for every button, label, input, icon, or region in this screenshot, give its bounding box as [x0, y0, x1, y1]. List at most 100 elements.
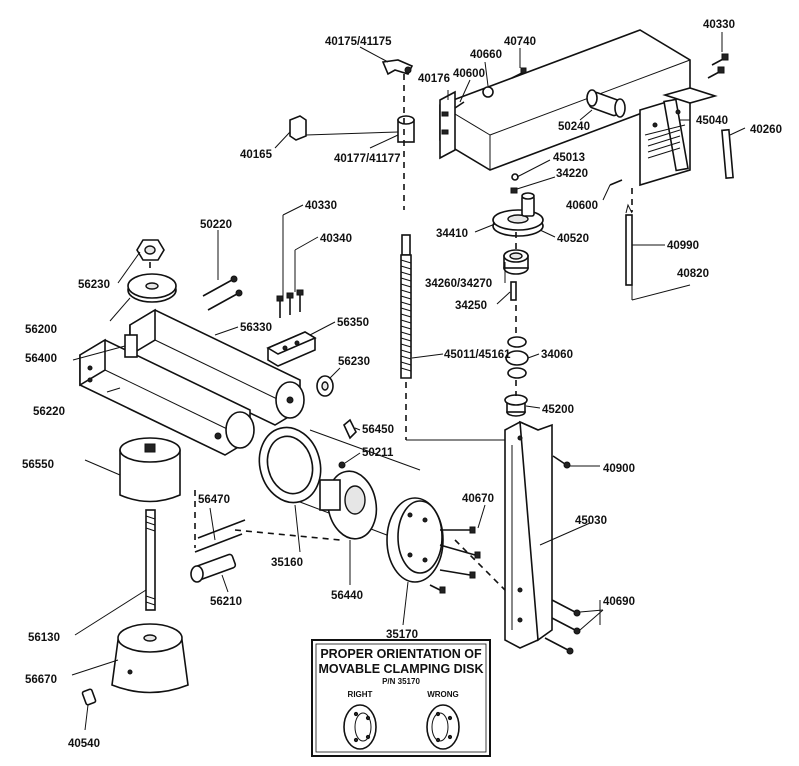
disk-35170	[386, 497, 444, 583]
label-40660: 40660	[470, 49, 502, 61]
label-56230-mid: 56230	[338, 356, 370, 368]
disk-wrong-orientation	[426, 704, 460, 750]
label-40990: 40990	[667, 240, 699, 252]
washer-40660	[482, 86, 494, 98]
label-56670: 56670	[25, 674, 57, 686]
disk-right-orientation	[343, 704, 377, 750]
label-40540: 40540	[68, 738, 100, 750]
clamp-ring-35160	[258, 426, 421, 541]
bushing-45200	[504, 394, 528, 417]
plate-45040	[639, 87, 718, 187]
label-40600-mid: 40600	[566, 200, 598, 212]
label-34220: 34220	[556, 168, 588, 180]
leader-lines	[71, 32, 746, 731]
label-40330-top: 40330	[703, 19, 735, 31]
label-50220: 50220	[200, 219, 232, 231]
note-wrong-label: WRONG	[427, 690, 459, 699]
label-40690: 40690	[603, 596, 635, 608]
label-40600-top: 40600	[453, 68, 485, 80]
label-40520: 40520	[557, 233, 589, 245]
label-40740: 40740	[504, 36, 536, 48]
screws-40670	[429, 526, 481, 594]
leadscrew-45011	[400, 234, 412, 379]
label-50211: 50211	[362, 447, 394, 459]
bracket-40165	[289, 115, 399, 141]
label-40175: 40175/41175	[325, 36, 392, 48]
screw-40740	[511, 67, 527, 79]
screw-40600-top	[454, 101, 465, 109]
base-56670	[111, 623, 189, 694]
pin-56210	[190, 553, 237, 583]
label-34060: 34060	[541, 349, 573, 361]
nut-34060	[505, 336, 529, 379]
label-56440: 56440	[331, 590, 363, 602]
label-56470: 56470	[198, 494, 230, 506]
knob-50240	[586, 89, 626, 118]
label-56220: 56220	[33, 406, 65, 418]
rod-40990	[625, 203, 633, 286]
screw-34220	[510, 187, 518, 194]
label-45040: 45040	[696, 115, 728, 127]
note-title-line1: PROPER ORIENTATION OF	[320, 647, 482, 661]
block-56350	[266, 331, 317, 367]
screw-40900	[552, 455, 571, 469]
label-56550: 56550	[22, 459, 54, 471]
label-34410: 34410	[436, 228, 468, 240]
screw-40600-mid	[609, 179, 623, 186]
label-40900: 40900	[603, 463, 635, 475]
label-40260: 40260	[750, 124, 782, 136]
label-56350: 56350	[337, 317, 369, 329]
label-40340: 40340	[320, 233, 352, 245]
note-right-label: RIGHT	[348, 690, 373, 699]
disk-56200	[127, 273, 177, 303]
note-title-line2: MOVABLE CLAMPING DISK	[318, 662, 483, 676]
label-56130: 56130	[28, 632, 60, 644]
label-40820: 40820	[677, 268, 709, 280]
label-40176: 40176	[418, 73, 450, 85]
label-45200: 45200	[542, 404, 574, 416]
label-40177: 40177/41177	[334, 153, 401, 165]
disk-56440	[319, 470, 378, 540]
label-45030: 45030	[575, 515, 607, 527]
handwheel-34410	[492, 192, 544, 237]
head-56550	[119, 437, 181, 503]
label-56200: 56200	[25, 324, 57, 336]
label-40165: 40165	[240, 149, 273, 161]
label-34260: 34260/34270	[425, 278, 492, 290]
collar-40177	[397, 115, 415, 143]
pin-34250	[510, 281, 517, 301]
part-labels: 40330 40175/41175 40740 40660 40176 4060…	[22, 19, 782, 750]
pin-40260	[721, 128, 734, 180]
label-45013: 45013	[553, 152, 585, 164]
nut-56230-top	[136, 239, 165, 261]
screws-40690	[544, 599, 581, 655]
label-40670: 40670	[462, 493, 494, 505]
setscrew-40540	[81, 688, 97, 706]
label-56230-top: 56230	[78, 279, 110, 291]
block-56400	[124, 334, 138, 358]
label-56210: 56210	[210, 596, 242, 608]
parts-56470	[194, 519, 246, 553]
label-56400: 56400	[25, 353, 57, 365]
label-56450: 56450	[362, 424, 394, 436]
label-56330: 56330	[240, 322, 272, 334]
screw-50211	[338, 461, 346, 469]
label-35160: 35160	[271, 557, 303, 569]
bolts-50220	[202, 275, 243, 311]
column-45030	[504, 420, 553, 649]
label-45011: 45011/45161	[444, 349, 511, 361]
note-part-number: P/N 35170	[382, 677, 420, 686]
label-50240: 50240	[558, 121, 590, 133]
orientation-note: PROPER ORIENTATION OF MOVABLE CLAMPING D…	[311, 639, 491, 757]
bearing-34260	[503, 249, 529, 275]
handle-40175	[381, 59, 414, 76]
pin-56450	[343, 418, 357, 440]
screw-40330-top	[707, 53, 729, 79]
shaft-56130	[145, 509, 156, 611]
label-35170: 35170	[386, 629, 418, 641]
arm-56220	[79, 338, 255, 456]
label-34250: 34250	[455, 300, 487, 312]
screws-40330-mid	[276, 289, 304, 318]
nut-56230-mid	[316, 375, 334, 397]
